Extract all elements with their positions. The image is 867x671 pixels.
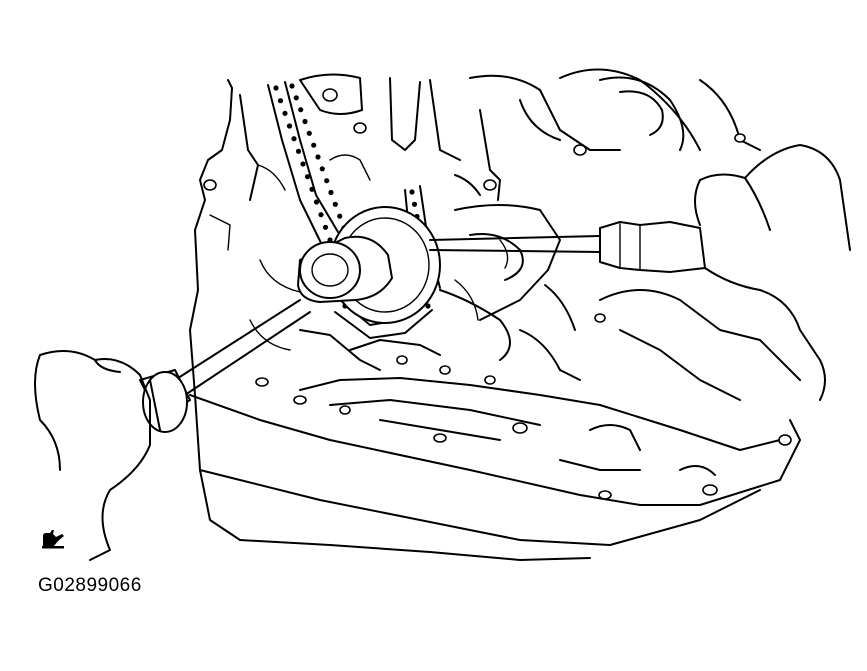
bolt-holes bbox=[203, 88, 792, 500]
engine-block-outline bbox=[189, 68, 761, 541]
figure-code: G02899066 bbox=[38, 575, 142, 596]
left-hand bbox=[34, 350, 151, 561]
left-screwdriver bbox=[139, 299, 311, 433]
crankshaft-nose bbox=[297, 235, 393, 303]
right-screwdriver bbox=[429, 221, 706, 273]
right-hand bbox=[694, 144, 851, 401]
oil-can-icon bbox=[42, 530, 64, 549]
oil-pan-outline bbox=[189, 289, 801, 561]
block-detail-lines bbox=[209, 154, 509, 351]
